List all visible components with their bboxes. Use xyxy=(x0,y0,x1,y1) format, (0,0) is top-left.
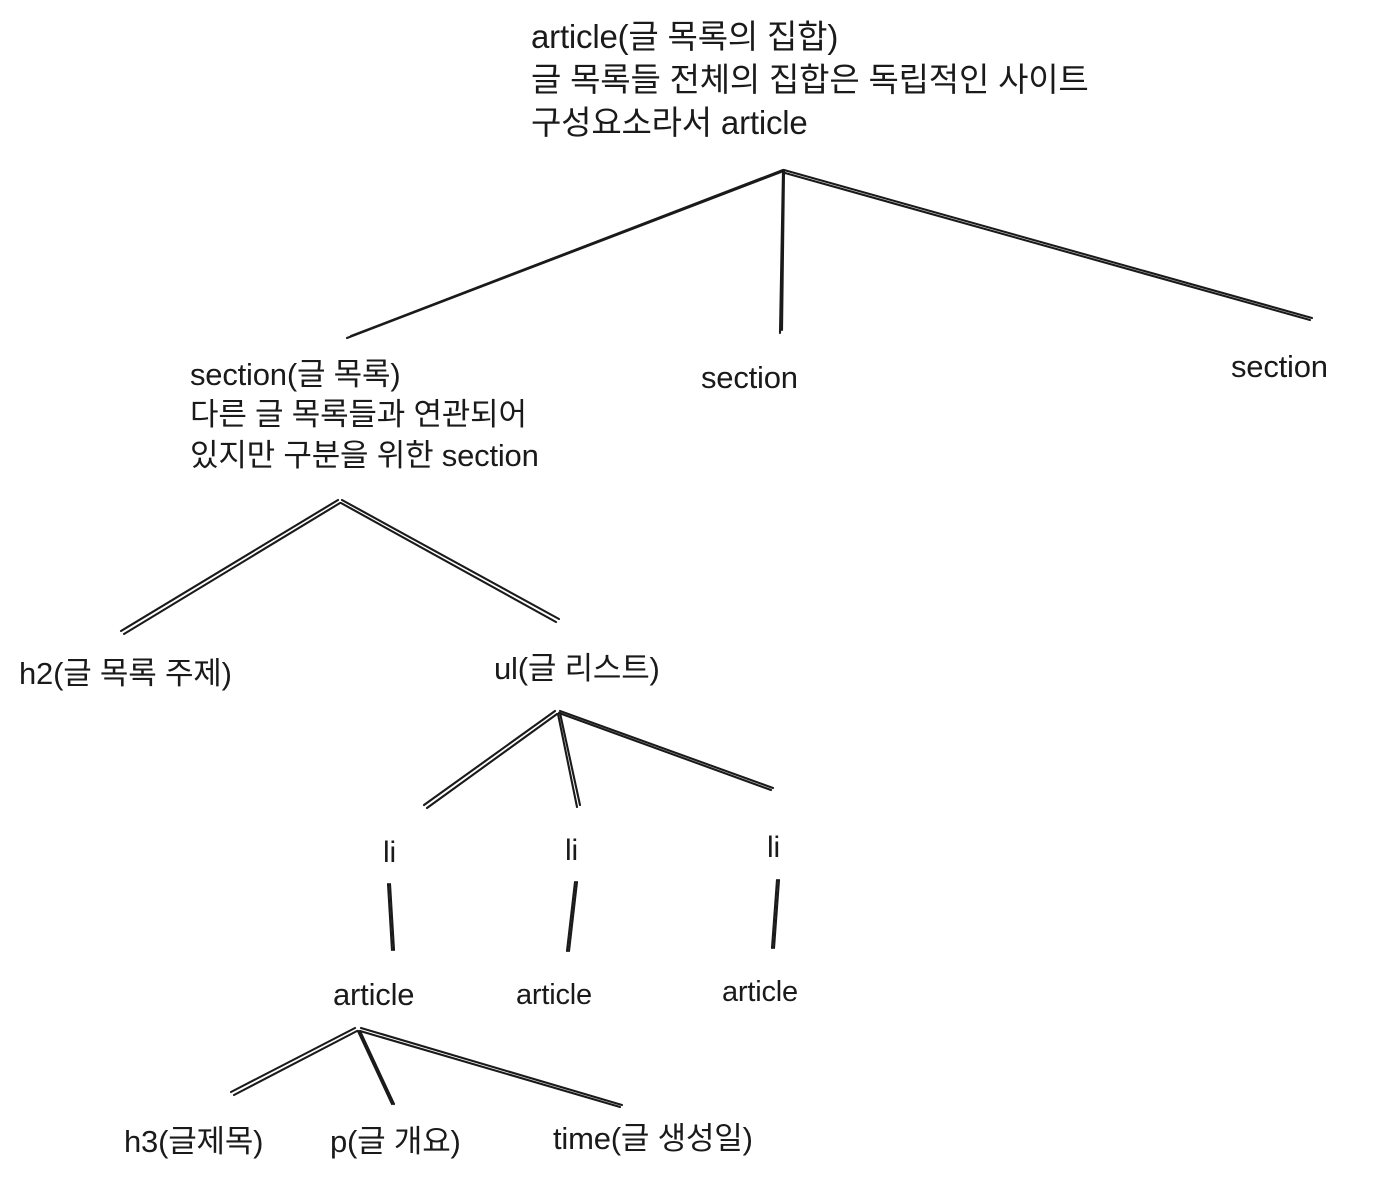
node-article-1: article xyxy=(333,977,415,1012)
node-section-2: section xyxy=(701,360,798,395)
edge-section1-ul xyxy=(339,498,561,624)
node-ul: ul(글 리스트) xyxy=(494,651,660,686)
edge-ul-li1 xyxy=(422,709,559,810)
node-article-root: article(글 목록의 집합) 글 목록들 전체의 집합은 독립적인 사이트… xyxy=(531,18,1089,141)
edge-article1-time xyxy=(358,1026,624,1109)
node-section-3: section xyxy=(1231,349,1328,384)
node-li-1: li xyxy=(383,836,396,869)
node-section-list: section(글 목록) 다른 글 목록들과 연관되어 있지만 구분을 위한 … xyxy=(190,357,539,473)
edge-ul-li3 xyxy=(557,709,775,792)
node-p: p(글 개요) xyxy=(330,1124,461,1159)
edge-article1-h3 xyxy=(229,1026,359,1097)
edge-section1-h2 xyxy=(119,498,342,636)
edge-root-section2 xyxy=(778,169,786,335)
edge-root-section1 xyxy=(345,168,785,340)
node-article-2: article xyxy=(516,979,592,1011)
edge-ul-li2 xyxy=(556,711,582,809)
edge-root-section3 xyxy=(782,168,1314,322)
node-h2: h2(글 목록 주제) xyxy=(19,656,232,691)
node-li-3: li xyxy=(767,831,780,864)
node-article-3: article xyxy=(722,976,798,1008)
edge-li1-article1 xyxy=(386,882,396,952)
edge-article1-p xyxy=(356,1029,396,1106)
edge-li2-article2 xyxy=(565,880,579,953)
node-h3: h3(글제목) xyxy=(124,1124,264,1159)
node-time: time(글 생성일) xyxy=(553,1121,753,1156)
edge-li3-article3 xyxy=(770,878,781,950)
node-li-2: li xyxy=(565,834,578,867)
